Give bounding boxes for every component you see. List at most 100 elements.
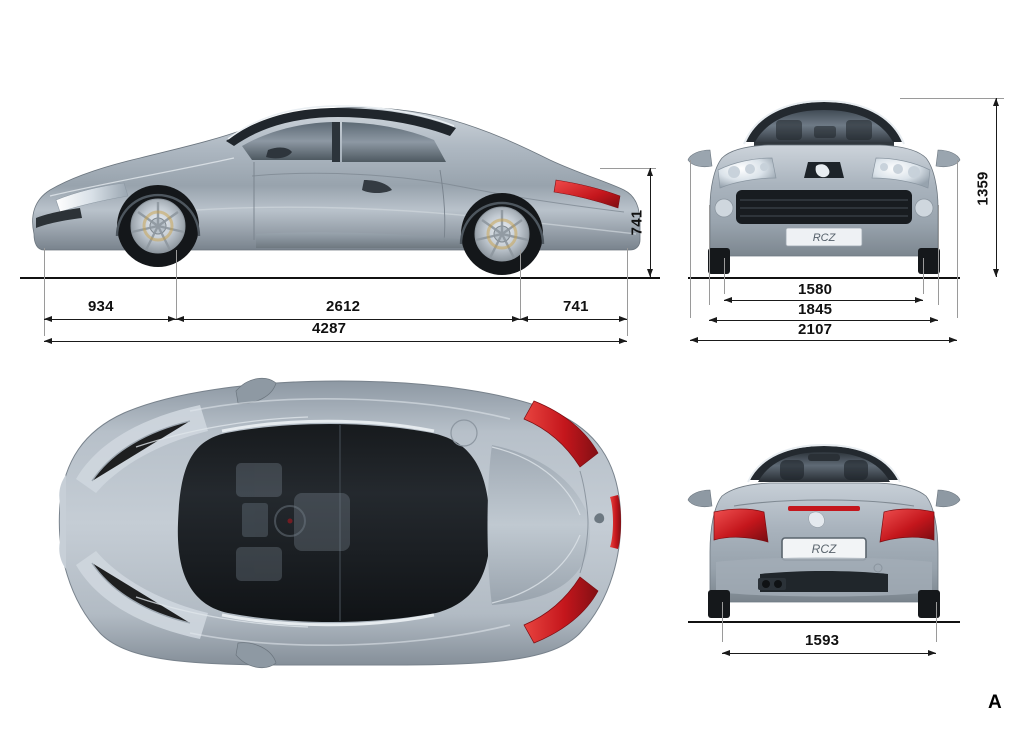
dim-rear-height-line bbox=[650, 168, 651, 277]
dim-track-front-label: 1580 bbox=[798, 281, 833, 298]
rear-exhaust-tip-1 bbox=[762, 580, 770, 588]
side-rear-wheel bbox=[461, 193, 543, 275]
side-ext-rear-axle bbox=[520, 250, 521, 320]
dim-rear-overhang-arrow-right bbox=[619, 315, 627, 322]
front-cowl bbox=[754, 142, 894, 147]
front-foglamp-right bbox=[914, 198, 934, 218]
side-mirror bbox=[266, 147, 292, 159]
rear-taillight-left bbox=[713, 508, 769, 543]
peugeot-lion-emblem-front bbox=[804, 162, 844, 178]
side-elevation-view bbox=[20, 84, 660, 284]
front-grille-slats bbox=[740, 199, 908, 217]
front-ext-body-left bbox=[709, 205, 710, 305]
dim-track-front-line bbox=[724, 300, 923, 301]
peugeot-lion-emblem-top bbox=[594, 513, 605, 524]
dim-track-front-arrow-right bbox=[915, 296, 923, 303]
dim-overall-length-arrow-right bbox=[619, 337, 627, 344]
top-shoulder-highlights bbox=[189, 398, 511, 646]
dim-wheelbase-arrow-left bbox=[176, 315, 184, 322]
front-ext-mirror-left bbox=[690, 160, 691, 318]
top-deck-crease bbox=[491, 446, 581, 516]
side-headlight bbox=[55, 182, 129, 213]
rear-ext-track-right bbox=[936, 602, 937, 642]
side-sill bbox=[256, 232, 490, 248]
front-plate bbox=[785, 227, 863, 247]
dim-track-rear-arrow-left bbox=[722, 649, 730, 656]
dim-overall-length-arrow-left bbox=[44, 337, 52, 344]
dim-front-overhang-arrow-left bbox=[44, 315, 52, 322]
front-headlight-bulbs bbox=[728, 163, 920, 178]
dim-wheelbase-line bbox=[176, 319, 520, 320]
side-door-handle bbox=[362, 180, 392, 193]
rear-diffuser bbox=[760, 571, 888, 592]
top-mirror-right bbox=[235, 642, 277, 669]
side-ext-front-axle bbox=[176, 250, 177, 320]
dim-track-rear-arrow-right bbox=[928, 649, 936, 656]
rear-mirror-left bbox=[687, 489, 713, 508]
rear-ext-track-left bbox=[722, 602, 723, 642]
side-door-crease bbox=[169, 206, 637, 235]
side-front-intake bbox=[36, 208, 82, 228]
dim-track-front-arrow-left bbox=[724, 296, 732, 303]
dim-track-rear-label: 1593 bbox=[805, 632, 840, 649]
dim-body-width-arrow-right bbox=[930, 316, 938, 323]
dim-width-mirrors-label: 2107 bbox=[798, 321, 833, 338]
dim-track-rear-line bbox=[722, 653, 936, 654]
front-interior bbox=[776, 120, 872, 140]
top-roof-rail-left bbox=[221, 419, 435, 433]
side-ext-rear bbox=[627, 248, 628, 336]
front-ext-mirror-right bbox=[957, 160, 958, 318]
front-ext-roof bbox=[900, 98, 1004, 99]
dim-rear-height-label: 741 bbox=[628, 209, 646, 236]
front-elevation-view: RCZ bbox=[687, 96, 961, 282]
dim-overall-height-line bbox=[996, 98, 997, 277]
dim-body-width-label: 1845 bbox=[798, 301, 833, 318]
dim-wheelbase-label: 2612 bbox=[326, 298, 361, 315]
side-window-rear bbox=[342, 122, 446, 162]
peugeot-lion-emblem-rear bbox=[808, 511, 825, 528]
dim-wheelbase-arrow-right bbox=[512, 315, 520, 322]
rear-taillight-right bbox=[879, 508, 935, 543]
rear-parking-sensor bbox=[873, 563, 883, 573]
top-hood-creases bbox=[135, 416, 309, 628]
top-windscreen-reflection bbox=[236, 463, 350, 581]
rear-ground-line bbox=[688, 621, 960, 623]
side-ext-front bbox=[44, 248, 45, 336]
sheet-corner-mark: A bbox=[988, 692, 1002, 713]
side-b-pillar bbox=[332, 122, 340, 162]
rear-roof-chrome bbox=[747, 443, 901, 483]
front-ext-body-right bbox=[938, 205, 939, 305]
side-front-wheel bbox=[117, 185, 199, 267]
dim-width-mirrors-arrow-left bbox=[690, 336, 698, 343]
dim-overall-height-arrow-bottom bbox=[992, 269, 999, 277]
dim-overall-height-arrow-top bbox=[992, 98, 999, 106]
side-elevation-artwork bbox=[32, 105, 641, 275]
dim-body-width-line bbox=[709, 320, 938, 321]
front-mirror-left bbox=[687, 149, 713, 168]
top-instrument-cluster bbox=[242, 503, 306, 537]
front-foglamp-left bbox=[714, 198, 734, 218]
top-plan-view bbox=[40, 375, 640, 670]
front-elevation-artwork: RCZ bbox=[687, 99, 961, 274]
front-roof-chrome bbox=[743, 99, 905, 145]
dim-front-overhang-label: 934 bbox=[88, 298, 114, 315]
dim-width-mirrors-line bbox=[690, 340, 957, 341]
front-tyre-left bbox=[708, 248, 730, 274]
top-fuel-flap bbox=[450, 419, 478, 447]
top-boot-seam bbox=[579, 470, 589, 574]
side-ext-deck-top bbox=[600, 168, 656, 169]
top-headlight-detail bbox=[91, 420, 191, 624]
dim-rear-height-arrow-top bbox=[646, 168, 653, 176]
top-rear-deck bbox=[487, 445, 591, 605]
dim-overall-length-label: 4287 bbox=[312, 320, 347, 337]
rear-tyre-right bbox=[918, 590, 940, 618]
rear-elevation-view: RCZ bbox=[687, 440, 961, 626]
rear-elevation-artwork: RCZ bbox=[687, 443, 961, 618]
dim-rear-overhang-line bbox=[520, 319, 627, 320]
rear-exhaust-tip-2 bbox=[774, 580, 782, 588]
rear-tyre-left bbox=[708, 590, 730, 618]
top-taillight-left bbox=[523, 400, 599, 468]
top-taillight-right bbox=[523, 576, 599, 644]
side-arch-front bbox=[115, 193, 201, 237]
rear-plate-text: RCZ bbox=[812, 542, 837, 556]
